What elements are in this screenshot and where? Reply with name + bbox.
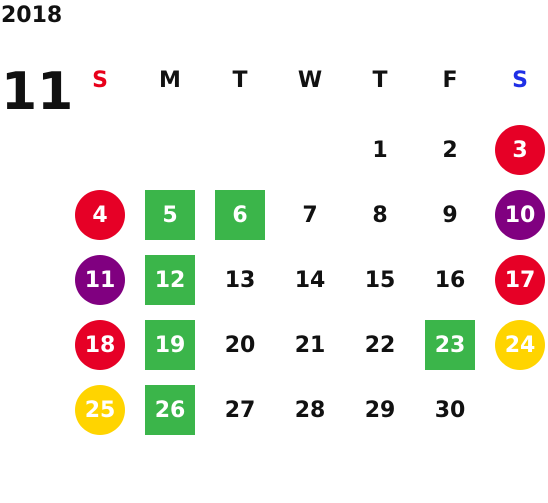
day-cell-27[interactable]: 27: [224, 397, 256, 423]
day-cell-3[interactable]: 3: [495, 125, 545, 175]
day-cell-19[interactable]: 19: [145, 320, 195, 370]
weekday-header: T: [232, 67, 248, 93]
day-cell-24[interactable]: 24: [495, 320, 545, 370]
day-cell-10[interactable]: 10: [495, 190, 545, 240]
day-cell-4[interactable]: 4: [75, 190, 125, 240]
day-cell-30[interactable]: 30: [434, 397, 466, 423]
day-cell-13[interactable]: 13: [224, 267, 256, 293]
weekday-header: W: [297, 67, 323, 93]
weekday-header: S: [512, 67, 528, 93]
day-cell-8[interactable]: 8: [372, 202, 388, 228]
day-cell-18[interactable]: 18: [75, 320, 125, 370]
day-cell-12[interactable]: 12: [145, 255, 195, 305]
day-cell-9[interactable]: 9: [442, 202, 458, 228]
day-cell-26[interactable]: 26: [145, 385, 195, 435]
weekday-header: S: [92, 67, 108, 93]
day-cell-11[interactable]: 11: [75, 255, 125, 305]
day-cell-28[interactable]: 28: [294, 397, 326, 423]
day-cell-14[interactable]: 14: [294, 267, 326, 293]
year-label: 2018: [1, 3, 63, 28]
day-cell-5[interactable]: 5: [145, 190, 195, 240]
day-cell-25[interactable]: 25: [75, 385, 125, 435]
day-cell-22[interactable]: 22: [364, 332, 396, 358]
weekday-header: T: [372, 67, 388, 93]
day-cell-1[interactable]: 1: [372, 137, 388, 163]
day-cell-6[interactable]: 6: [215, 190, 265, 240]
weekday-header: M: [159, 67, 181, 93]
day-cell-7[interactable]: 7: [302, 202, 318, 228]
day-cell-29[interactable]: 29: [364, 397, 396, 423]
day-cell-17[interactable]: 17: [495, 255, 545, 305]
day-cell-15[interactable]: 15: [364, 267, 396, 293]
day-cell-21[interactable]: 21: [294, 332, 326, 358]
day-cell-23[interactable]: 23: [425, 320, 475, 370]
day-cell-16[interactable]: 16: [434, 267, 466, 293]
day-cell-20[interactable]: 20: [224, 332, 256, 358]
month-number: 11: [1, 62, 74, 122]
day-cell-2[interactable]: 2: [442, 137, 458, 163]
weekday-header: F: [442, 67, 458, 93]
